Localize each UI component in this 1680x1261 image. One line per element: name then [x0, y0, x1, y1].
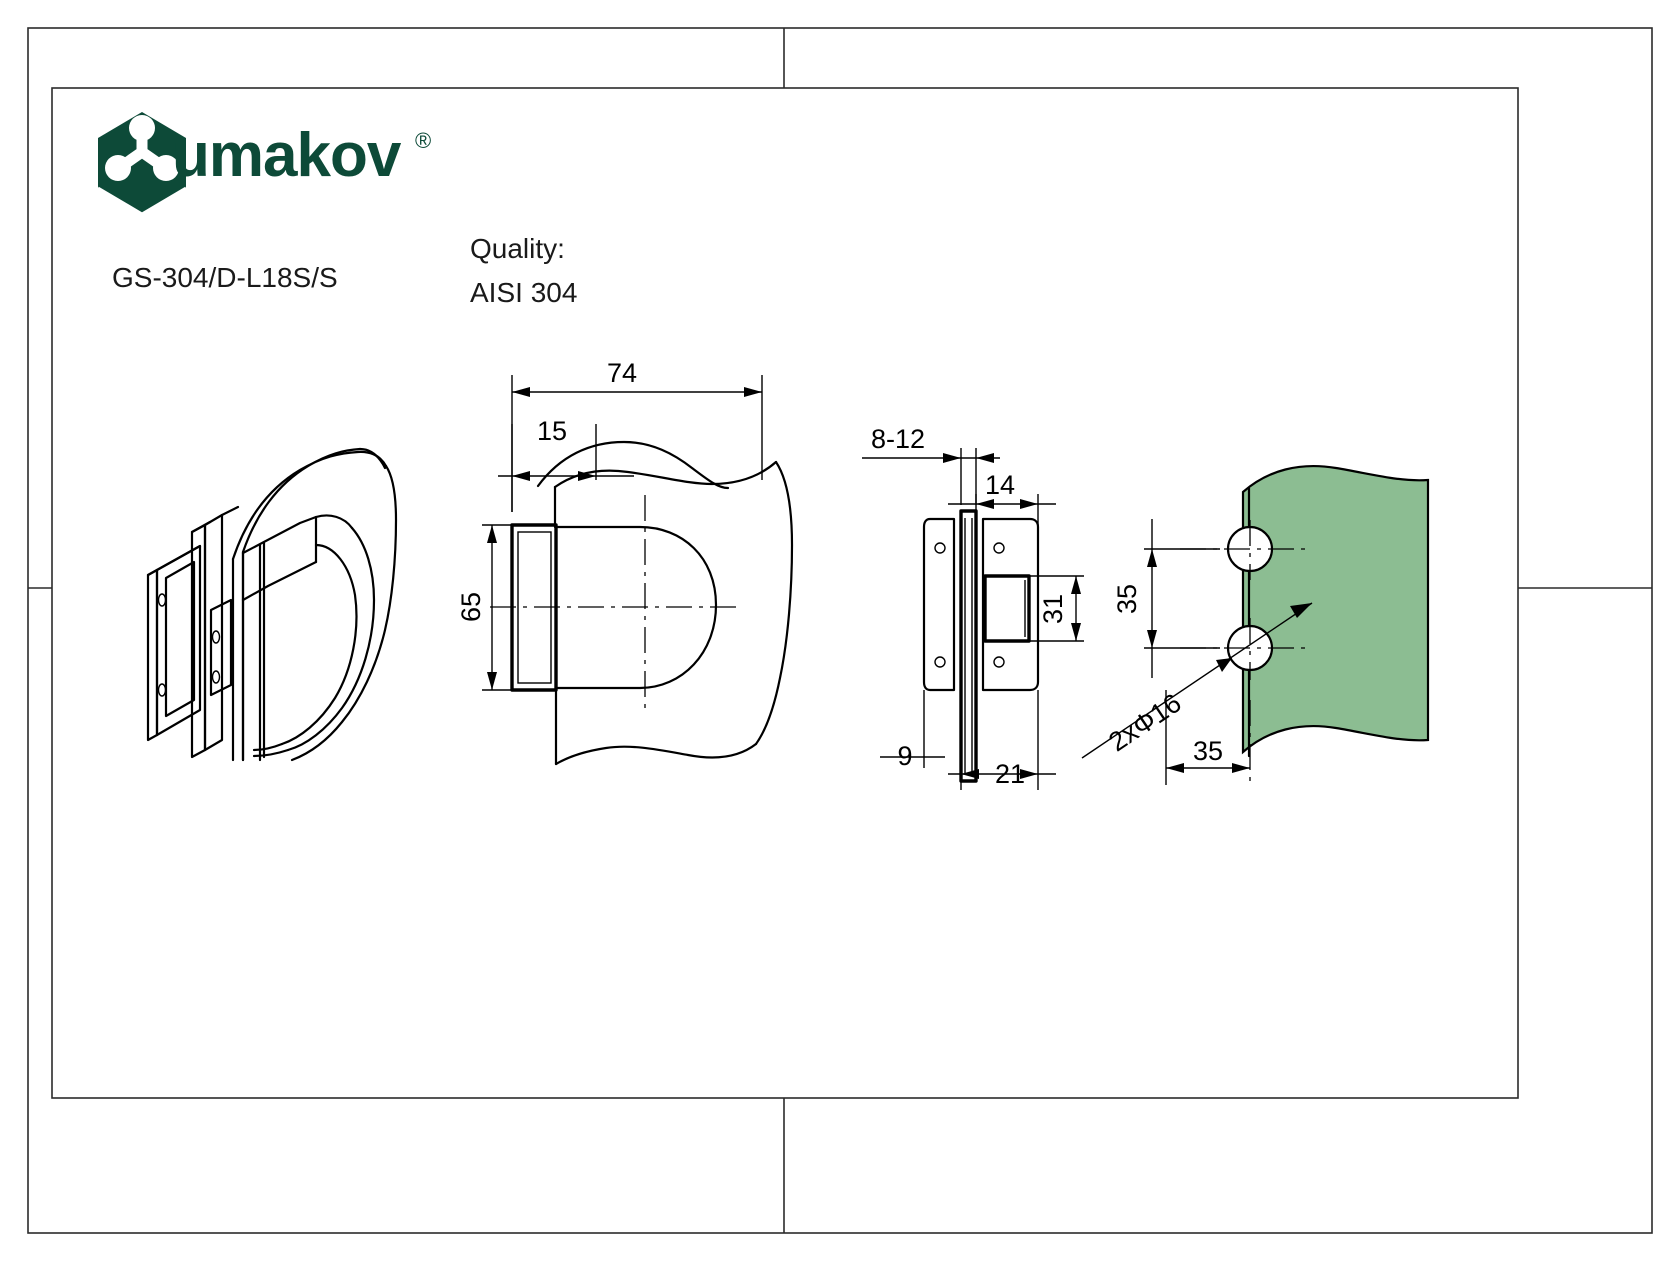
registered-trademark-icon: ®	[415, 128, 431, 153]
side-view: 8-12 14 31 9	[862, 424, 1084, 790]
dimension-35-vertical-label: 35	[1112, 584, 1142, 614]
dimension-14-label: 14	[985, 470, 1015, 500]
front-view: 74 15 65	[456, 358, 794, 766]
dimension-31-label: 31	[1038, 594, 1068, 624]
sheet-outer-border	[27, 27, 1653, 1234]
dimension-15-label: 15	[537, 416, 567, 446]
dimension-35-horizontal: 35	[1165, 690, 1250, 785]
registration-marks	[28, 28, 1652, 1233]
dimension-65: 65	[456, 524, 512, 691]
product-code-label: GS-304/D-L18S/S	[112, 262, 338, 293]
dimension-35-horizontal-label: 35	[1193, 736, 1223, 766]
dimension-35-vertical: 35	[1112, 519, 1220, 678]
quality-heading-label: Quality:	[470, 233, 565, 264]
hole-callout-label: 2xΦ16	[1103, 688, 1186, 758]
dimension-65-label: 65	[456, 592, 486, 622]
dimension-21-label: 21	[995, 759, 1025, 789]
dimension-8-12-label: 8-12	[871, 424, 925, 454]
isometric-view	[146, 447, 398, 762]
dimension-9: 9	[880, 690, 962, 781]
dimension-21: 21	[948, 690, 1056, 790]
dimension-31: 31	[1029, 575, 1084, 642]
umakov-hexagon-logo	[97, 112, 187, 216]
dimension-15: 15	[498, 416, 634, 512]
quality-value-label: AISI 304	[470, 277, 577, 308]
dimension-14: 14	[948, 470, 1056, 575]
dimension-9-label: 9	[897, 741, 912, 771]
dimension-74-label: 74	[607, 358, 637, 388]
dimension-8-12: 8-12	[862, 424, 1000, 505]
glass-drilling-view: 35 35 2xΦ16	[1081, 465, 1430, 785]
brand-wordmark: umakov	[172, 121, 402, 190]
